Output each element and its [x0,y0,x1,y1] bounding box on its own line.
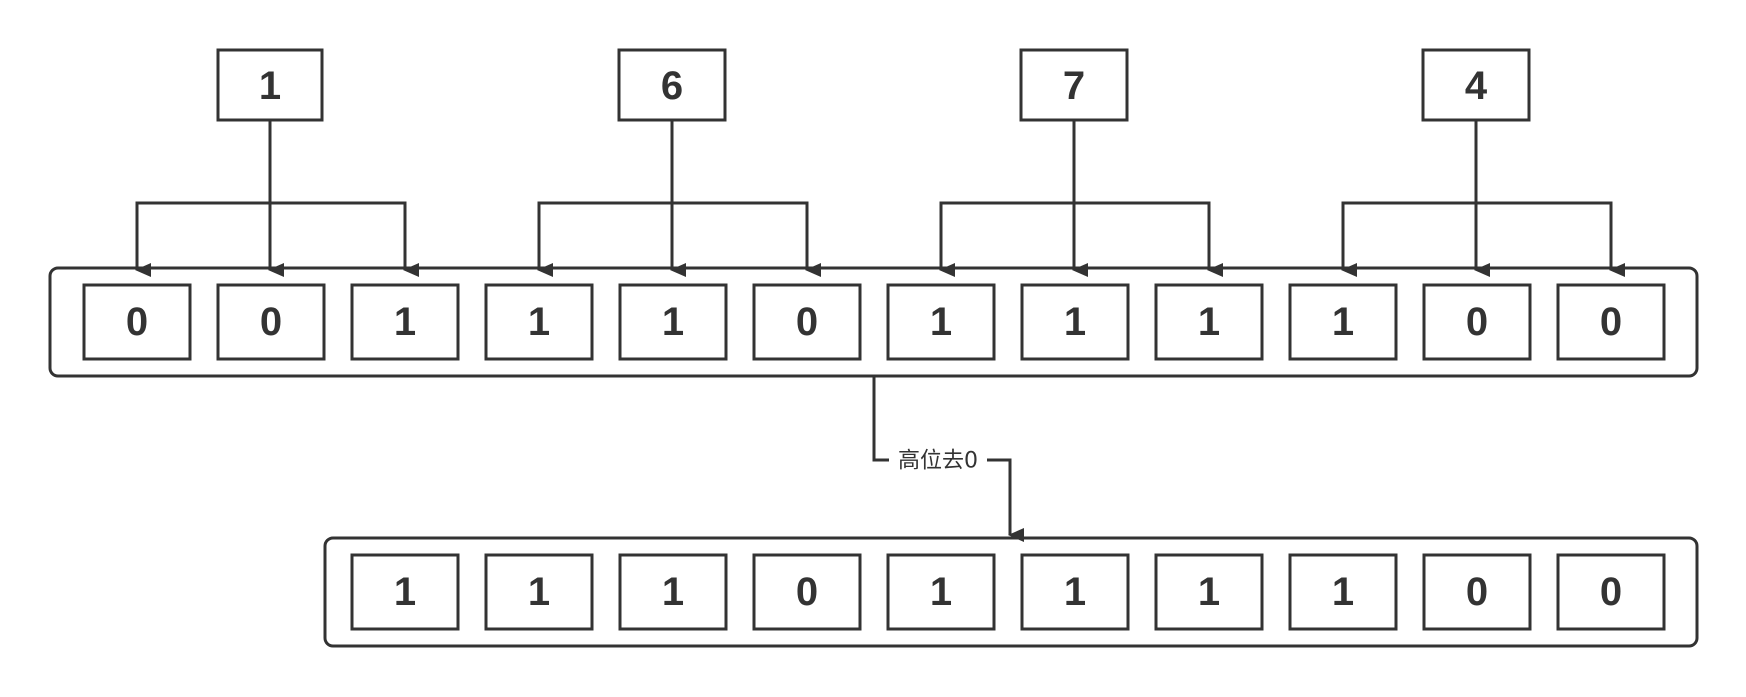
octal-digit-group-4: 4 [1421,48,1531,122]
svg-text:0: 0 [1466,300,1488,344]
result-bit: 1 [1154,553,1264,631]
svg-text:0: 0 [260,300,282,344]
svg-text:1: 1 [1332,300,1354,344]
split-connector-4 [1341,120,1625,277]
svg-text:1: 1 [528,300,550,344]
svg-text:1: 1 [662,300,684,344]
svg-text:0: 0 [796,570,818,614]
svg-text:1: 1 [662,570,684,614]
edge-label: 高位去0 [898,449,978,474]
svg-text:1: 1 [394,570,416,614]
binary-bit: 0 [216,283,326,361]
octal-digit-group-7: 7 [1019,48,1129,122]
octal-digit-label: 1 [259,64,281,108]
result-bit: 1 [484,553,594,631]
octal-digit-box [216,48,324,122]
result-bit: 0 [752,553,862,631]
octal-digit-group-1: 1 [216,48,324,122]
result-bit: 1 [1288,553,1398,631]
svg-text:1: 1 [1064,300,1086,344]
result-bit: 1 [1020,553,1130,631]
svg-text:1: 1 [1332,570,1354,614]
split-connector-7 [939,120,1223,277]
binary-bit: 1 [886,283,996,361]
svg-text:0: 0 [1600,300,1622,344]
binary-bit: 0 [82,283,192,361]
svg-text:0: 0 [796,300,818,344]
edge-label-background [889,446,987,474]
result-bit: 0 [1422,553,1532,631]
svg-text:1: 1 [1064,570,1086,614]
octal-digit-label: 6 [661,64,683,108]
svg-text:1: 1 [1198,300,1220,344]
result-bit: 1 [886,553,996,631]
result-bit: 1 [618,553,728,631]
binary-bit: 1 [1020,283,1130,361]
binary-bit: 1 [350,283,460,361]
split-connector-1 [135,120,419,277]
binary-bit: 0 [1422,283,1532,361]
binary-bit: 1 [618,283,728,361]
svg-text:0: 0 [126,300,148,344]
split-connector-6 [537,120,821,277]
binary-bit: 0 [752,283,862,361]
octal-digit-label: 4 [1465,64,1488,108]
result-bit: 1 [350,553,460,631]
binary-bit: 0 [1556,283,1666,361]
svg-text:1: 1 [930,300,952,344]
octal-digit-box [1421,48,1531,122]
svg-text:0: 0 [1466,570,1488,614]
svg-text:1: 1 [528,570,550,614]
octal-digit-group-6: 6 [617,48,727,122]
svg-text:0: 0 [1600,570,1622,614]
binary-bit: 1 [484,283,594,361]
binary-bit: 1 [1288,283,1398,361]
result-container [323,536,1699,648]
svg-text:1: 1 [394,300,416,344]
result-bit: 0 [1556,553,1666,631]
svg-text:1: 1 [930,570,952,614]
binary-bit: 1 [1154,283,1264,361]
octal-digit-label: 7 [1063,64,1085,108]
svg-text:1: 1 [1198,570,1220,614]
